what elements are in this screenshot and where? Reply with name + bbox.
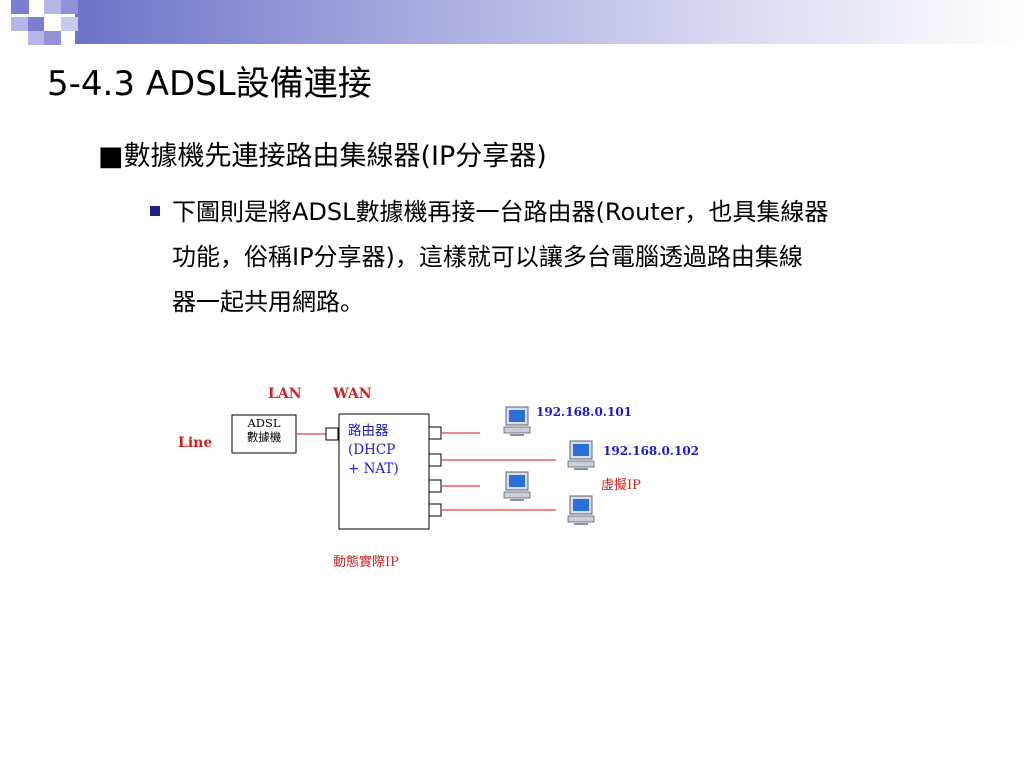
computer-icon xyxy=(503,406,531,436)
paragraph-line: 下圖則是將ADSL數據機再接一台路由器(Router，也具集線器 xyxy=(172,198,829,226)
modem-label-line: 數據機 xyxy=(246,430,282,444)
modem-label-line: ADSL xyxy=(247,416,281,430)
slide-title: 5-4.3 ADSL設備連接 xyxy=(47,64,372,104)
line-label: Line xyxy=(178,435,213,451)
computer-icon xyxy=(567,495,595,525)
virtual-ip-label: 虛擬IP xyxy=(601,478,641,493)
decor-square xyxy=(28,17,44,31)
decor-square xyxy=(61,17,78,31)
ip-address-label: 192.168.0.101 xyxy=(536,405,633,419)
router-wan-port xyxy=(325,427,339,441)
header-gradient-bar xyxy=(75,0,1024,44)
dynamic-ip-label: 動態實際IP xyxy=(333,555,399,570)
decor-square xyxy=(11,0,29,14)
ip-address-label: 192.168.0.102 xyxy=(603,444,700,458)
modem-label: ADSL 數據機 xyxy=(232,416,296,444)
decor-square xyxy=(61,0,78,14)
router-label-line: + NAT) xyxy=(348,461,399,477)
router-label-line: (DHCP xyxy=(348,442,396,458)
decor-square xyxy=(44,31,61,45)
bullet-square-icon xyxy=(150,206,160,216)
router-label: 路由器 (DHCP + NAT) xyxy=(348,422,399,479)
router-lan-port xyxy=(428,453,442,467)
section-heading: ■數據機先連接路由集線器(IP分享器) xyxy=(98,141,547,172)
router-lan-port xyxy=(428,426,442,440)
lan-label: LAN xyxy=(268,386,302,402)
computer-icon xyxy=(503,471,531,501)
router-lan-port xyxy=(428,503,442,517)
paragraph-line: 功能，俗稱IP分享器)，這樣就可以讓多台電腦透過路由集線 xyxy=(172,243,803,271)
adsl-modem-box xyxy=(231,414,297,454)
computer-icon xyxy=(567,440,595,470)
wan-label: WAN xyxy=(333,386,372,402)
decor-square xyxy=(44,0,61,14)
decor-square xyxy=(11,17,29,31)
router-lan-port xyxy=(428,479,442,493)
decor-square xyxy=(28,31,44,45)
router-box xyxy=(338,413,430,530)
bullet-paragraph: 下圖則是將ADSL數據機再接一台路由器(Router，也具集線器 功能，俗稱IP… xyxy=(172,190,952,325)
router-label-line: 路由器 xyxy=(348,423,389,439)
paragraph-line: 器一起共用網路。 xyxy=(172,288,364,316)
